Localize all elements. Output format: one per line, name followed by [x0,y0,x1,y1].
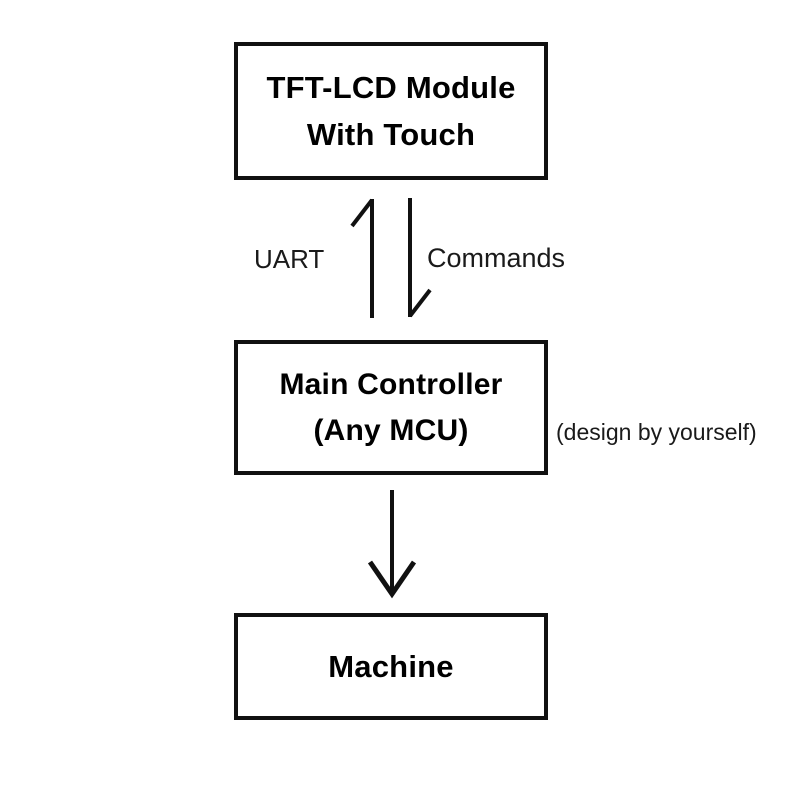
arrow-uart-uplink [350,198,374,318]
edge-label-uart: UART [254,244,325,274]
arrow-uart-head-barb [350,198,374,228]
arrow-controller-to-machine [367,490,417,599]
node-tft-lcd-module-line1: TFT-LCD Module [266,70,516,105]
node-main-controller-line2: (Any MCU) [313,413,469,447]
annotation-design-by-yourself: (design by yourself) [556,419,757,445]
arrow-commands-head-barb [408,288,432,318]
node-machine[interactable]: Machine [234,613,548,720]
node-tft-lcd-module-line2: With Touch [306,117,476,152]
node-main-controller-line1: Main Controller [279,367,503,401]
node-main-controller[interactable]: Main Controller (Any MCU) [234,340,548,475]
arrow-machine-head [367,560,417,599]
node-machine-line1: Machine [328,648,454,684]
node-tft-lcd-module[interactable]: TFT-LCD Module With Touch [234,42,548,180]
edge-label-commands: Commands [427,243,566,273]
